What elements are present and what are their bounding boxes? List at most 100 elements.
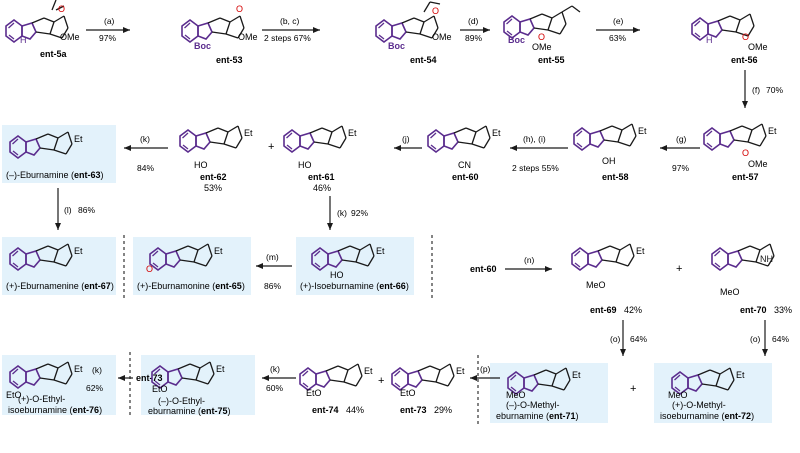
svg-text:EtO: EtO xyxy=(152,384,168,394)
svg-text:Et: Et xyxy=(376,246,385,256)
compound-ent-67: Et (+)-Eburnamenine (ent-67) xyxy=(6,243,114,291)
svg-text:ent-74: ent-74 xyxy=(312,405,339,415)
svg-text:isoeburnamine (ent-72): isoeburnamine (ent-72) xyxy=(660,411,754,421)
svg-text:86%: 86% xyxy=(78,205,95,215)
svg-text:Et: Et xyxy=(572,370,581,380)
svg-text:O: O xyxy=(538,32,545,42)
svg-text:2 steps 67%: 2 steps 67% xyxy=(264,33,311,43)
arrow-b-c: (b, c) 2 steps 67% xyxy=(262,16,320,43)
svg-text:(l): (l) xyxy=(64,205,72,215)
svg-text:ent-73: ent-73 xyxy=(400,405,427,415)
compound-ent-76: Et EtO (+)-O-Ethyl- (+)-O-Ethyl- isoebur… xyxy=(6,361,102,415)
arrow-o-72: (o) 64% xyxy=(750,320,789,356)
compound-ent-65: Et O (+)-Eburnamonine (ent-65) xyxy=(137,243,245,291)
svg-text:OMe: OMe xyxy=(60,32,80,42)
svg-text:92%: 92% xyxy=(351,208,368,218)
svg-text:Et: Et xyxy=(74,246,83,256)
svg-text:(k): (k) xyxy=(140,134,150,144)
svg-text:Boc: Boc xyxy=(194,41,211,51)
compound-ent-54: O OMe Boc ent-54 xyxy=(375,1,452,65)
svg-text:HO: HO xyxy=(298,160,312,170)
arrow-k-92: (k) 92% xyxy=(327,196,368,230)
svg-text:Et: Et xyxy=(74,364,83,374)
svg-text:MeO: MeO xyxy=(586,280,606,290)
compound-ent-56: O OMe H ent-56 xyxy=(691,13,768,65)
svg-text:O: O xyxy=(742,32,749,42)
svg-text:Et: Et xyxy=(348,128,357,138)
compound-ent-63: Et (–)-Eburnamine (ent-63) xyxy=(6,131,104,180)
plus-69-70: + xyxy=(676,263,682,275)
svg-text:97%: 97% xyxy=(99,33,116,43)
svg-text:MeO: MeO xyxy=(506,390,526,400)
svg-text:(d): (d) xyxy=(468,16,479,26)
svg-text:(o): (o) xyxy=(750,334,761,344)
svg-text:O: O xyxy=(742,148,749,158)
svg-text:(+)-O-Methyl-: (+)-O-Methyl- xyxy=(672,400,726,410)
svg-text:84%: 84% xyxy=(137,163,154,173)
svg-text:ent-55: ent-55 xyxy=(538,55,565,65)
arrow-a: (a) 97% xyxy=(86,16,130,43)
box-ent-63 xyxy=(2,125,116,183)
svg-text:29%: 29% xyxy=(434,405,452,415)
compound-ent-62: Et HO ent-62 53% xyxy=(179,125,253,193)
svg-text:O: O xyxy=(146,264,153,274)
compound-ent-69: Et MeO ent-69 42% xyxy=(571,243,645,315)
svg-text:(b, c): (b, c) xyxy=(280,16,300,26)
svg-text:HO: HO xyxy=(330,270,344,280)
svg-text:OH: OH xyxy=(602,156,616,166)
svg-text:O: O xyxy=(236,4,243,14)
arrow-g: (g) 97% xyxy=(660,134,700,173)
svg-text:Et: Et xyxy=(216,364,225,374)
arrow-d: (d) 89% xyxy=(460,16,490,43)
svg-text:ent-56: ent-56 xyxy=(731,55,758,65)
svg-text:53%: 53% xyxy=(204,183,222,193)
start-ent-60: ent-60 xyxy=(470,264,497,274)
svg-text:(f): (f) xyxy=(752,85,760,95)
svg-text:H: H xyxy=(706,35,713,45)
compound-ent-60: Et CN ent-60 xyxy=(427,125,501,182)
svg-text:(k): (k) xyxy=(337,208,347,218)
svg-text:Et: Et xyxy=(492,128,501,138)
compound-ent-72: Et MeO (+)-O-Methyl- isoeburnamine (ent-… xyxy=(660,367,754,421)
compound-ent-55: O OMe Boc ent-55 xyxy=(503,5,581,65)
svg-text:(m): (m) xyxy=(266,252,279,262)
svg-text:ent-58: ent-58 xyxy=(602,172,629,182)
arrow-e: (e) 63% xyxy=(596,16,640,43)
box-ent-71 xyxy=(490,363,608,423)
svg-text:97%: 97% xyxy=(672,163,689,173)
svg-text:eburnamine (ent-75): eburnamine (ent-75) xyxy=(148,406,231,416)
svg-text:Et: Et xyxy=(74,134,83,144)
arrow-j: (j) xyxy=(394,134,422,151)
svg-text:O: O xyxy=(58,4,65,14)
svg-text:NH: NH xyxy=(760,254,773,264)
svg-text:2 steps 55%: 2 steps 55% xyxy=(512,163,559,173)
arrow-h-i: (h), (i) 2 steps 55% xyxy=(510,134,568,173)
svg-text:Et: Et xyxy=(768,126,777,136)
svg-text:ent-57: ent-57 xyxy=(732,172,759,182)
svg-text:O: O xyxy=(432,6,439,16)
svg-text:60%: 60% xyxy=(266,383,283,393)
svg-text:86%: 86% xyxy=(264,281,281,291)
svg-text:64%: 64% xyxy=(630,334,647,344)
compound-ent-61: Et HO ent-61 46% xyxy=(283,125,357,193)
svg-text:ent-70: ent-70 xyxy=(740,305,767,315)
ethoxy-76: EtO xyxy=(6,390,22,400)
svg-text:OMe: OMe xyxy=(748,42,768,52)
svg-text:MeO: MeO xyxy=(720,287,740,297)
svg-text:44%: 44% xyxy=(346,405,364,415)
svg-text:(–)-Eburnamine (ent-63): (–)-Eburnamine (ent-63) xyxy=(6,170,104,180)
start-ent-73: ent-73 xyxy=(136,373,163,383)
svg-text:62%: 62% xyxy=(86,383,103,393)
svg-text:MeO: MeO xyxy=(668,390,688,400)
svg-text:63%: 63% xyxy=(609,33,626,43)
svg-text:ent-53: ent-53 xyxy=(216,55,243,65)
arrow-n: (n) xyxy=(505,255,552,272)
svg-text:OMe: OMe xyxy=(432,32,452,42)
svg-text:ent-54: ent-54 xyxy=(410,55,437,65)
compound-ent-71: Et MeO (–)-O-Methyl- eburnamine (ent-71) xyxy=(496,367,581,421)
plus-74-73: + xyxy=(378,375,384,387)
svg-text:46%: 46% xyxy=(313,183,331,193)
svg-text:Et: Et xyxy=(636,246,645,256)
svg-text:ent-61: ent-61 xyxy=(308,172,335,182)
